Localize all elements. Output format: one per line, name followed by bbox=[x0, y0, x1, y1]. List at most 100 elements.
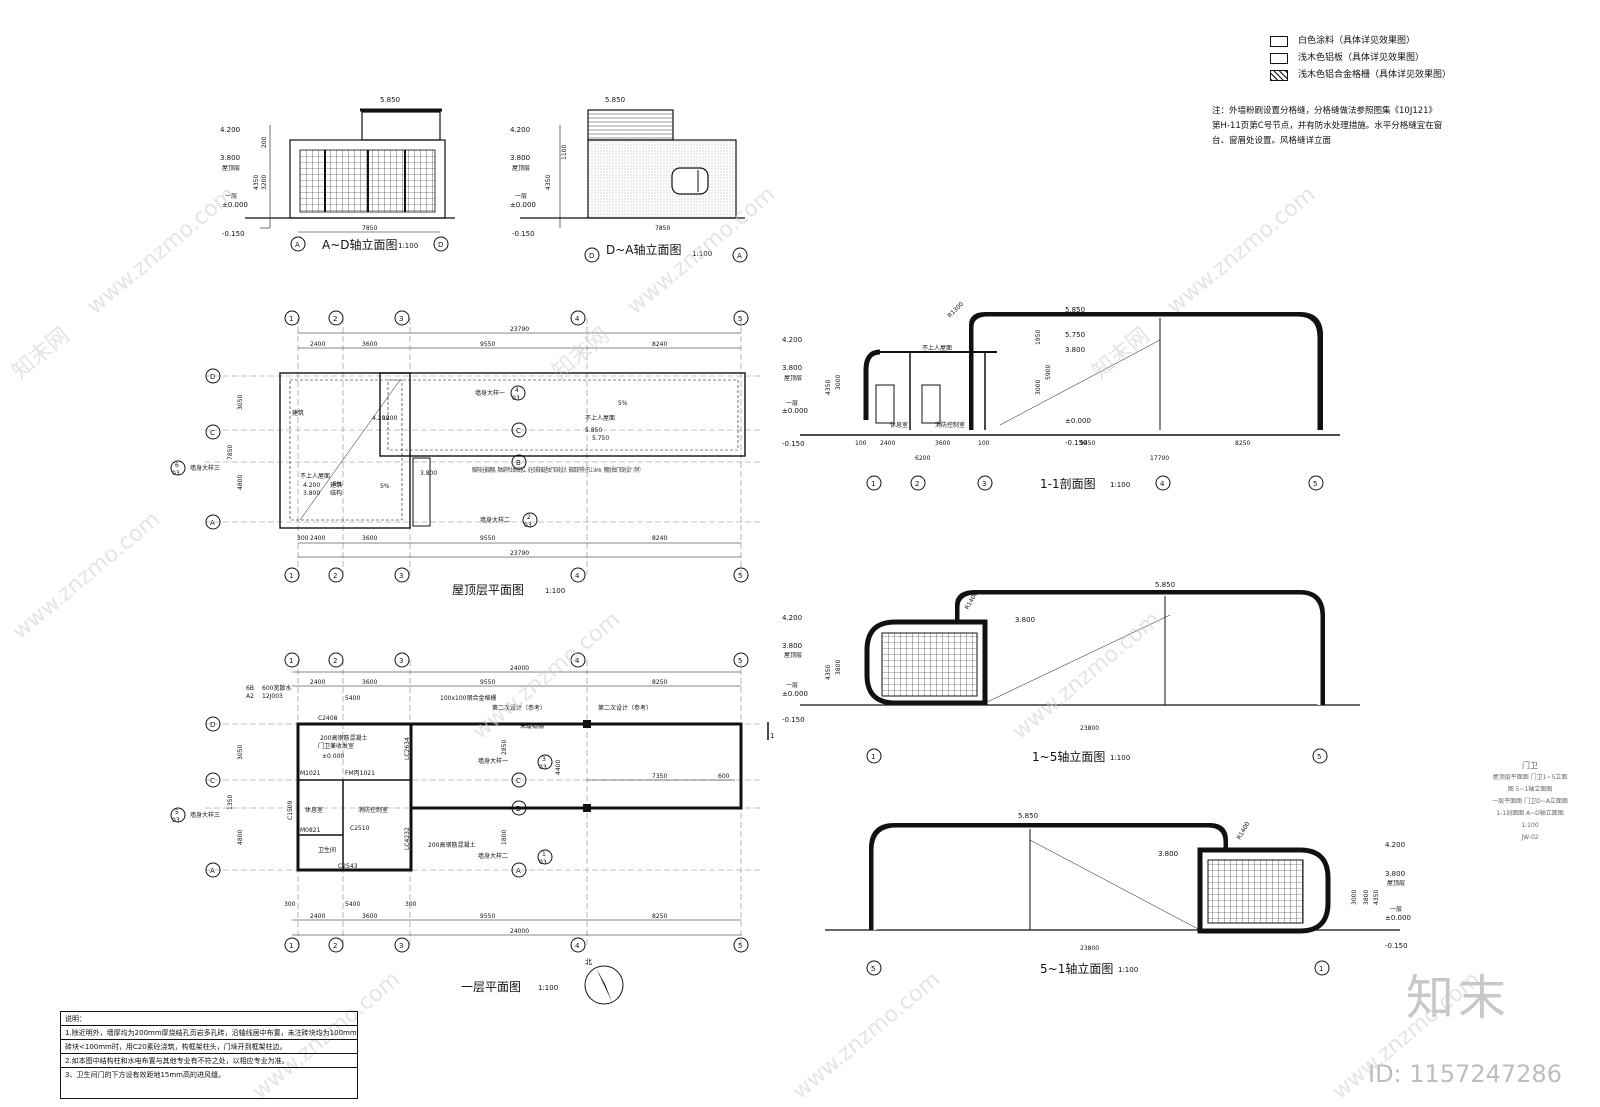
axis-label: 5 bbox=[738, 942, 742, 950]
dim: 4350 bbox=[825, 665, 832, 680]
axis-label: 1 bbox=[289, 572, 293, 580]
level: 一层 bbox=[786, 682, 798, 689]
axis-label: C bbox=[210, 429, 215, 437]
level: 3.800 bbox=[1385, 870, 1405, 878]
plan-note: 采暖稳棚 bbox=[520, 722, 544, 730]
level: -0.150 bbox=[782, 440, 805, 448]
dim: 2400 bbox=[310, 679, 325, 686]
brand-logo: 知末 bbox=[1406, 970, 1511, 1026]
general-notes: 说明： 1.除近明外，墙厚均为200mm厚烧结孔页岩多孔砖，沿轴线居中布置，未注… bbox=[60, 1011, 358, 1099]
dim: 5900 bbox=[1045, 365, 1052, 380]
dim: 4800 bbox=[237, 475, 244, 490]
level-4200: 4.200 bbox=[220, 126, 240, 134]
title-stamp: 门卫 屋顶层平面图 门卫1~5立面图 5~1轴立面图 一层平面图 门卫D~A立面… bbox=[1490, 760, 1570, 844]
axis-label: 1 bbox=[871, 480, 875, 488]
room-label: 休息室 bbox=[305, 806, 323, 814]
notes-line: 1.除近明外，墙厚均为200mm厚烧结孔页岩多孔砖，沿轴线居中布置，未注砖块均为… bbox=[61, 1026, 357, 1040]
level: 屋顶层 bbox=[784, 652, 802, 659]
drawing-title: 一层平面图 bbox=[461, 980, 521, 994]
drawing-scale: 1:100 bbox=[692, 250, 712, 258]
dim: 8240 bbox=[652, 535, 667, 542]
dim: 3800 bbox=[1363, 890, 1370, 905]
watermark-text: 知末网 bbox=[8, 323, 75, 385]
dim: 3600 bbox=[935, 440, 950, 447]
level: 3.800 bbox=[782, 642, 802, 650]
level: 5.850 bbox=[1155, 581, 1175, 589]
axis-label: 5 bbox=[1317, 753, 1321, 761]
legend-item: 浅木色铝合金格栅（具体详见效果图） bbox=[1270, 67, 1570, 84]
dim: 4350 bbox=[1373, 890, 1380, 905]
slope: 5% bbox=[618, 400, 628, 407]
drawing-title: A~D轴立面图 bbox=[322, 237, 398, 252]
ref-bubble: 6 bbox=[175, 462, 179, 469]
level-note: 结构 bbox=[330, 489, 342, 497]
radius-label: R1400 bbox=[1236, 821, 1252, 841]
dim: 1950 bbox=[1035, 330, 1042, 345]
dim: 1350 bbox=[227, 795, 234, 810]
axis-label: 3 bbox=[399, 572, 403, 580]
elevation-d-a: 5.850 4.200 3.800 屋顶层 一层 ±0.000 -0.150 1… bbox=[510, 96, 748, 263]
dim: 3600 bbox=[362, 913, 377, 920]
level-3800: 3.800 bbox=[510, 154, 530, 162]
room-label: 消防控制室 bbox=[935, 421, 965, 429]
dim: 2400 bbox=[310, 341, 325, 348]
section-1-1: 休息室 消防控制室 不上人屋面 R1300 5.850 5.750 3.800 … bbox=[782, 301, 1340, 491]
north-label: 北 bbox=[585, 958, 592, 966]
room-label: 卫生间 bbox=[318, 846, 336, 854]
detail-ref: 6B bbox=[246, 685, 254, 692]
ref-bubble: 2 bbox=[527, 514, 531, 521]
watermark-text: www.znzmo.com bbox=[8, 507, 165, 645]
level: 3.800 bbox=[782, 364, 802, 372]
dim: 1800 bbox=[501, 830, 508, 845]
plan-note: 100x100钢合金格栅 bbox=[440, 694, 496, 702]
axis-label: D bbox=[210, 373, 215, 381]
ref-bubble: 03 bbox=[172, 817, 180, 824]
level-minus: -0.150 bbox=[512, 230, 535, 238]
axis-label: 1 bbox=[289, 657, 293, 665]
swatch-wood-panel bbox=[1270, 53, 1288, 64]
width-dim: 7850 bbox=[362, 225, 377, 232]
level: 一层 bbox=[786, 400, 798, 407]
dim: 3050 bbox=[237, 395, 244, 410]
watermark-text: 知末网 bbox=[1088, 323, 1155, 385]
dim: 8250 bbox=[652, 913, 667, 920]
axis-label: 3 bbox=[982, 480, 986, 488]
level: 5.750 bbox=[1065, 331, 1085, 339]
axis-bubble: A bbox=[295, 241, 300, 249]
level: ±0.000 bbox=[1065, 417, 1091, 425]
axis-label: 4 bbox=[575, 657, 580, 665]
level-5850: 5.850 bbox=[605, 96, 625, 104]
axis-label: B bbox=[516, 459, 521, 467]
watermark-layer: 知末网 www.znzmo.com 知末网 www.znzmo.com 知末网 … bbox=[8, 182, 1485, 1105]
level: ±0.000 bbox=[782, 690, 808, 698]
dim: 100 bbox=[978, 440, 990, 447]
detail-label: 墙身大样三 bbox=[190, 811, 220, 819]
level: 4.200 bbox=[782, 336, 802, 344]
watermark-text: www.znzmo.com bbox=[1163, 182, 1320, 320]
ref-bubble: 03 bbox=[524, 522, 532, 529]
width-dim: 23800 bbox=[1080, 945, 1099, 952]
dim: 7350 bbox=[652, 773, 667, 780]
dim: 4400 bbox=[555, 760, 562, 775]
level: 4.200 bbox=[782, 614, 802, 622]
legend-item: 浅木色铝板（具体详见效果图） bbox=[1270, 50, 1570, 67]
door-tag: FM丙1021 bbox=[345, 770, 375, 777]
axis-label: A bbox=[210, 867, 215, 875]
dim: 建筑 bbox=[292, 409, 304, 417]
slope: 5% bbox=[380, 483, 390, 490]
dim: 1100 bbox=[561, 145, 568, 160]
wall-joint-note: 注：外墙粉刷设置分格缝，分格缝做法参照图集《10J121》第H-11页第C号节点… bbox=[1212, 106, 1443, 146]
roof-note: 不上人屋面 bbox=[585, 414, 615, 422]
axis-label: 4 bbox=[575, 315, 580, 323]
drawing-scale: 1:100 bbox=[545, 587, 565, 595]
level: ±0.000 bbox=[1385, 914, 1411, 922]
window-tag: C2543 bbox=[338, 863, 358, 870]
ref-bubble: 3 bbox=[542, 756, 546, 763]
swatch-white-paint bbox=[1270, 36, 1288, 47]
level: 4.200 bbox=[303, 482, 320, 489]
notes-line: 砖块<100mm时，用C20素砼浇筑，构框架柱头，门垛开到框架柱边。 bbox=[61, 1040, 357, 1054]
plan-note: 第二次设计（参考） bbox=[492, 704, 546, 712]
dim: 17700 bbox=[1150, 455, 1169, 462]
detail-label: 墙身大样一 bbox=[478, 757, 508, 765]
